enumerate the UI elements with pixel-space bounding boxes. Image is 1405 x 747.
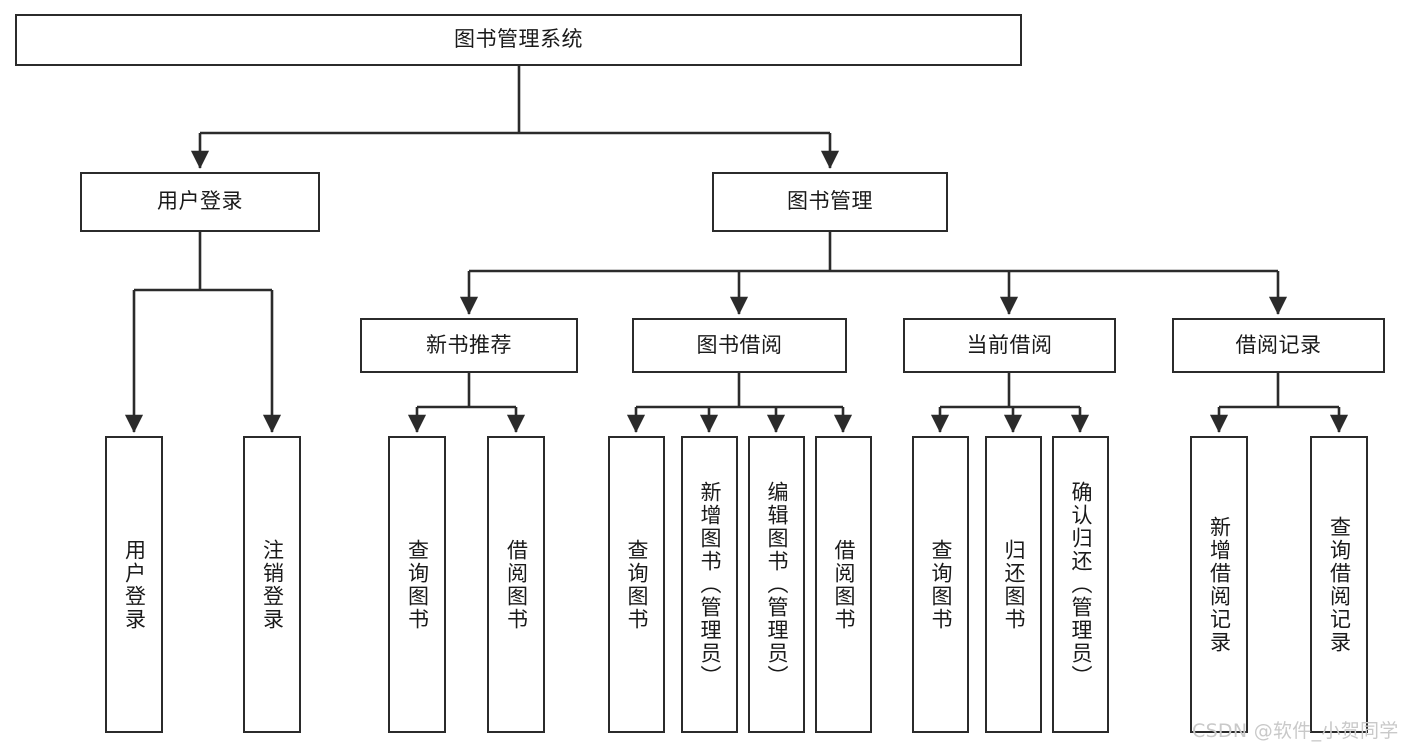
node-book-borrow-label: 图书借阅: [696, 332, 783, 357]
leaf-node[interactable]: 新增借阅记录: [1190, 436, 1248, 733]
leaf-node-label: 用户登录: [122, 538, 147, 631]
node-new-book-recommend-label: 新书推荐: [426, 332, 512, 357]
leaf-node[interactable]: 查询图书: [912, 436, 969, 733]
leaf-node-label: 新增图书（管理员）: [698, 481, 722, 688]
node-root-label: 图书管理系统: [454, 27, 583, 52]
csdn-watermark: CSDN @软件_小贺同学: [1192, 720, 1399, 742]
leaf-node-label: 查询图书: [405, 538, 430, 631]
leaf-node-label: 借阅图书: [832, 538, 856, 631]
node-user-login-label: 用户登录: [157, 189, 243, 214]
node-user-login[interactable]: 用户登录: [80, 172, 320, 232]
leaf-node[interactable]: 注销登录: [243, 436, 301, 733]
leaf-node-label: 查询图书: [929, 538, 953, 631]
node-book-management[interactable]: 图书管理: [712, 172, 948, 232]
leaf-node[interactable]: 查询图书: [608, 436, 665, 733]
leaf-node[interactable]: 编辑图书（管理员）: [748, 436, 805, 733]
leaf-node-label: 确认归还（管理员）: [1069, 481, 1093, 688]
leaf-node-label: 查询借阅记录: [1327, 515, 1352, 654]
leaf-node-label: 编辑图书（管理员）: [765, 481, 789, 688]
leaf-node[interactable]: 确认归还（管理员）: [1052, 436, 1109, 733]
node-current-borrow-label: 当前借阅: [966, 332, 1053, 357]
node-current-borrow[interactable]: 当前借阅: [903, 318, 1116, 373]
node-borrow-record[interactable]: 借阅记录: [1172, 318, 1385, 373]
leaf-node[interactable]: 借阅图书: [487, 436, 545, 733]
leaf-node-label: 注销登录: [260, 538, 285, 631]
leaf-node-label: 新增借阅记录: [1207, 515, 1232, 654]
node-book-management-label: 图书管理: [787, 189, 873, 214]
leaf-node[interactable]: 归还图书: [985, 436, 1042, 733]
leaf-node-label: 借阅图书: [504, 538, 529, 631]
leaf-node[interactable]: 借阅图书: [815, 436, 872, 733]
node-root[interactable]: 图书管理系统: [15, 14, 1022, 66]
leaf-node[interactable]: 用户登录: [105, 436, 163, 733]
leaf-node[interactable]: 查询图书: [388, 436, 446, 733]
node-book-borrow[interactable]: 图书借阅: [632, 318, 847, 373]
leaf-node[interactable]: 新增图书（管理员）: [681, 436, 738, 733]
leaf-node-label: 查询图书: [625, 538, 649, 631]
leaf-node-label: 归还图书: [1002, 538, 1026, 631]
leaf-node[interactable]: 查询借阅记录: [1310, 436, 1368, 733]
node-borrow-record-label: 借阅记录: [1235, 332, 1322, 357]
node-new-book-recommend[interactable]: 新书推荐: [360, 318, 578, 373]
